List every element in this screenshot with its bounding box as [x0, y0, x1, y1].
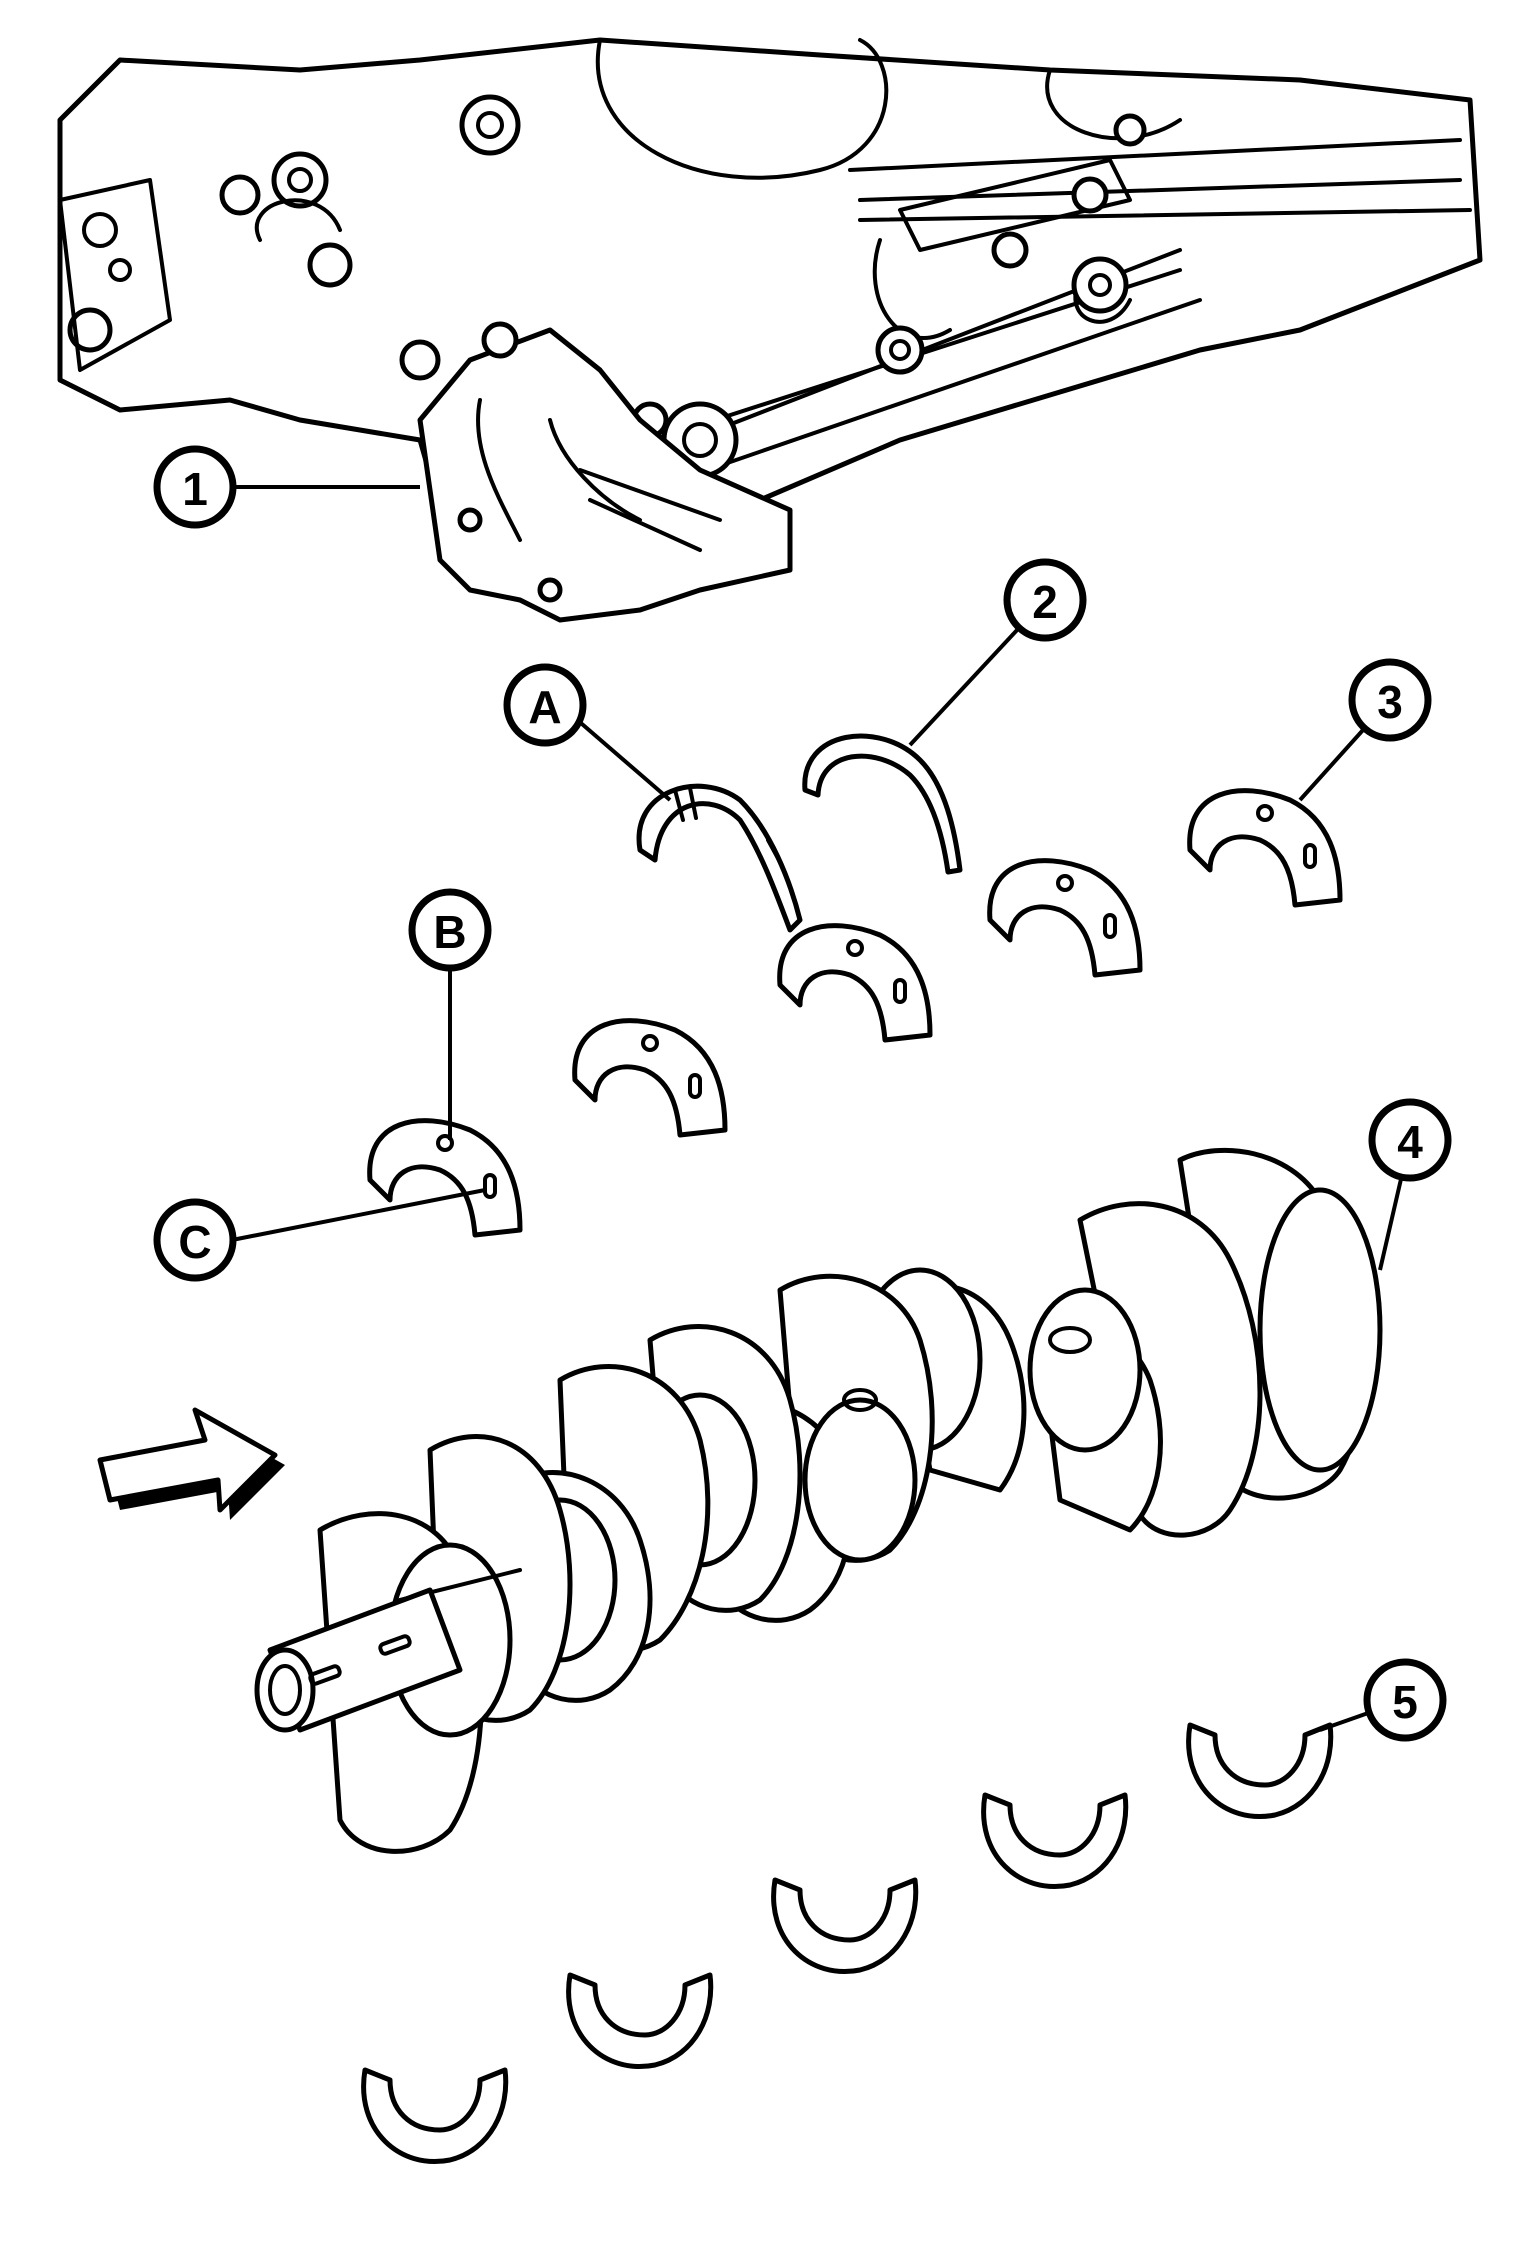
callout-4-label: 4 [1397, 1116, 1423, 1168]
thrust-bearing-with-groove [636, 783, 803, 933]
lower-main-bearing-4 [981, 1792, 1129, 1889]
front-direction-arrow-icon [97, 1407, 285, 1520]
callout-A: A [503, 663, 587, 747]
callout-B-label: B [433, 906, 466, 958]
callout-4: 4 [1368, 1098, 1452, 1182]
lower-main-bearing-3 [771, 1877, 919, 1974]
callout-2: 2 [1003, 558, 1087, 642]
lower-main-bearing-5 [1186, 1722, 1334, 1819]
callout-C: C [153, 1198, 237, 1282]
lower-main-bearing-1 [361, 2067, 509, 2164]
cylinder-block [57, 37, 1483, 603]
lower-main-bearing-2 [566, 1972, 714, 2069]
callout-5-label: 5 [1392, 1676, 1418, 1728]
upper-main-bearing-3 [777, 923, 933, 1043]
callout-1: 1 [153, 445, 237, 529]
upper-main-bearing-5 [1187, 788, 1343, 908]
crankshaft [254, 1147, 1383, 1854]
callout-3-label: 3 [1377, 676, 1403, 728]
callout-A-label: A [528, 681, 561, 733]
upper-main-bearing-4 [987, 858, 1143, 978]
upper-main-bearing-2 [572, 1018, 728, 1138]
callout-5: 5 [1363, 1658, 1447, 1742]
callout-1-label: 1 [182, 463, 208, 515]
lower-cylinder-block [417, 321, 793, 623]
callout-3: 3 [1348, 658, 1432, 742]
callout-2-label: 2 [1032, 576, 1058, 628]
callout-C-label: C [178, 1216, 211, 1268]
thrust-bearing [802, 733, 963, 875]
callout-B: B [408, 888, 492, 972]
upper-main-bearing-1 [367, 1118, 523, 1238]
